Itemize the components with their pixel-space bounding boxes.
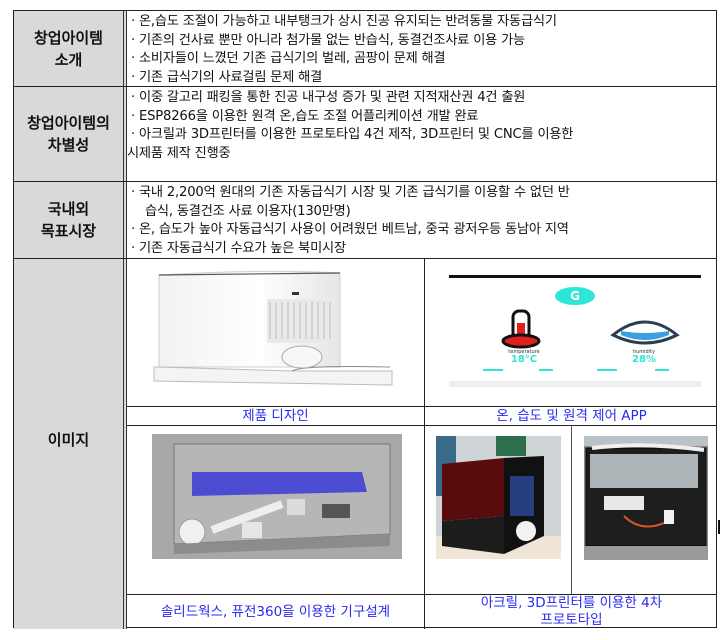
caption-prototype: 아크릴, 3D프린터를 이용한 4차 프로토타입 — [425, 595, 718, 629]
humidity-value: 28% — [632, 354, 656, 365]
divider — [127, 406, 716, 407]
caption-text: 제품 디자인 — [242, 407, 309, 424]
temperature-label: temperature — [508, 349, 540, 355]
label-item-differentiation: 창업아이템의 차별성 — [14, 87, 127, 181]
bullet-line: · 아크릴과 3D프린터를 이용한 프로토타입 4건 제작, 3D프린터 및 C… — [131, 127, 574, 142]
caption-text: 솔리드웍스, 퓨전360을 이용한 기구설계 — [160, 603, 391, 620]
bullet-line: · 소비자들이 느꼈던 기존 급식기의 벌레, 곰팡이 문제 해결 — [131, 51, 446, 66]
row-target-market: 국내외 목표시장 · 국내 2,200억 원대의 기존 자동급식기 시장 및 기… — [14, 182, 716, 259]
prototype-image-interior — [584, 436, 708, 560]
startup-item-table: 창업아이템 소개 · 온,습도 조절이 가능하고 내부탱크가 상시 진공 유지되… — [13, 10, 717, 629]
content-item-differentiation: · 이중 갈고리 패킹을 통한 진공 내구성 증가 및 관련 지적재산권 4건 … — [127, 87, 716, 181]
humidity-label: humidity — [632, 349, 656, 355]
cad-render-icon — [152, 434, 402, 559]
nav-bar — [449, 381, 701, 387]
app-screenshot-image: G temperature 18°C humidity 28% — [449, 269, 701, 387]
interior-prototype-icon — [584, 436, 708, 560]
row-item-intro: 창업아이템 소개 · 온,습도 조절이 가능하고 내부탱크가 상시 진공 유지되… — [14, 11, 716, 87]
caption-text: 온, 습도 및 원격 제어 APP — [496, 407, 647, 424]
status-bar — [449, 275, 701, 278]
bullet-line: 시제품 제작 진행중 — [127, 145, 231, 161]
temp-decrease-button[interactable] — [539, 369, 553, 371]
label-text: 국내외 목표시장 — [40, 200, 97, 240]
label-item-intro: 창업아이템 소개 — [14, 11, 127, 86]
caption-cad-design: 솔리드웍스, 퓨전360을 이용한 기구설계 — [127, 595, 424, 629]
image-grid: 제품 디자인 G temperature 18°C humidity 28% — [127, 259, 716, 629]
acrylic-prototype-icon — [436, 436, 561, 559]
bullet-line: · 온,습도 조절이 가능하고 내부탱크가 상시 진공 유지되는 반려동물 자동… — [131, 14, 557, 29]
bullet-line: · 국내 2,200억 원대의 기존 자동급식기 시장 및 기존 급식기를 이용… — [131, 185, 570, 200]
app-logo-icon: G — [555, 287, 595, 305]
divider — [424, 259, 425, 629]
bullet-line: · 이중 갈고리 패킹을 통한 진공 내구성 증가 및 관련 지적재산권 4건 … — [131, 90, 526, 105]
divider — [127, 594, 716, 595]
content-target-market: · 국내 2,200억 원대의 기존 자동급식기 시장 및 기존 급식기를 이용… — [127, 182, 716, 258]
label-text: 이미지 — [47, 431, 90, 449]
temp-increase-button[interactable] — [483, 369, 503, 371]
feeder-render-icon — [152, 267, 400, 389]
humidity-drop-icon — [610, 320, 680, 345]
cad-design-image — [152, 434, 402, 559]
label-text: 창업아이템의 차별성 — [27, 114, 110, 154]
text-cursor — [718, 520, 720, 534]
bullet-line: 습식, 동결건조 사료 이용자(130만명) — [145, 203, 351, 219]
content-item-intro: · 온,습도 조절이 가능하고 내부탱크가 상시 진공 유지되는 반려동물 자동… — [127, 11, 716, 86]
bullet-line: · 기존의 건사료 뿐만 아니라 첨가물 없는 반습식, 동결건조사료 이용 가… — [131, 32, 525, 48]
product-design-image — [152, 267, 400, 389]
divider — [571, 425, 572, 594]
bullet-line: · ESP8266을 이용한 원격 온,습도 조절 어플리케이션 개발 완료 — [131, 108, 479, 124]
row-item-differentiation: 창업아이템의 차별성 · 이중 갈고리 패킹을 통한 진공 내구성 증가 및 관… — [14, 87, 716, 182]
divider — [127, 425, 716, 426]
label-images: 이미지 — [14, 259, 127, 629]
temperature-value: 18°C — [510, 354, 538, 365]
row-images: 이미지 — [14, 259, 716, 629]
caption-app: 온, 습도 및 원격 제어 APP — [425, 407, 718, 425]
caption-text: 아크릴, 3D프린터를 이용한 4차 프로토타입 — [480, 595, 663, 628]
caption-product-design: 제품 디자인 — [127, 407, 424, 425]
humidity-increase-button[interactable] — [597, 369, 617, 371]
prototype-image-acrylic — [436, 436, 561, 559]
humidity-decrease-button[interactable] — [655, 369, 669, 371]
bullet-line: · 기존 급식기의 사료걸림 문제 해결 — [131, 69, 323, 85]
label-target-market: 국내외 목표시장 — [14, 182, 127, 258]
label-text: 창업아이템 소개 — [33, 28, 103, 69]
bullet-line: · 기존 자동급식기 수요가 높은 북미시장 — [131, 240, 346, 256]
bullet-line: · 온, 습도가 높아 자동급식기 사용이 어려웠던 베트남, 중국 광저우등 … — [131, 222, 569, 237]
thermometer-icon — [501, 309, 541, 349]
